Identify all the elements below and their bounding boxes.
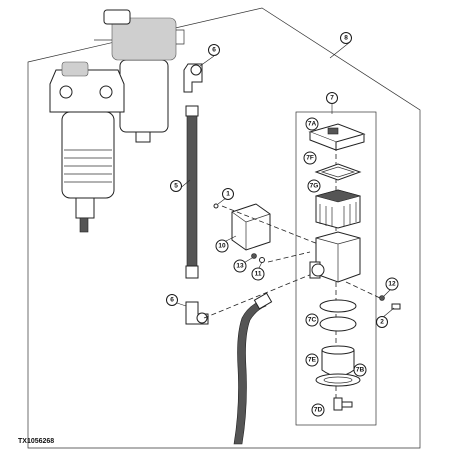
svg-text:6: 6 (170, 297, 174, 304)
callout-7b: 7B (353, 363, 367, 377)
bowl-ring-7b (315, 373, 361, 387)
elbow-fitting-bottom (185, 301, 209, 325)
filter-cover-7a (308, 123, 366, 151)
callout-11: 11 (251, 267, 265, 281)
fuel-line-hose (185, 105, 199, 279)
callout-7g: 7G (307, 179, 321, 193)
assembly-path-2 (203, 273, 313, 319)
svg-text:7A: 7A (308, 121, 317, 128)
callout-7f: 7F (303, 151, 317, 165)
gasket-7f (314, 163, 362, 181)
assembly-path-4 (345, 281, 381, 299)
elbow-fitting-top (183, 63, 203, 93)
drain-valve-7d (333, 397, 353, 411)
o-ring-7c (319, 299, 357, 332)
svg-text:2: 2 (380, 319, 384, 326)
assembly-path-1 (221, 205, 319, 245)
filter-kit-boundary (295, 111, 377, 426)
svg-text:13: 13 (236, 263, 244, 270)
svg-text:7C: 7C (308, 317, 317, 324)
callout-10: 10 (215, 239, 229, 253)
callout-8: 8 (340, 32, 352, 44)
svg-text:10: 10 (218, 243, 226, 250)
washer-12 (379, 295, 385, 301)
callout-1: 1 (222, 188, 234, 200)
clip-1 (213, 203, 219, 209)
svg-text:7D: 7D (314, 407, 323, 414)
filter-element-7g (314, 189, 362, 229)
svg-text:11: 11 (255, 271, 262, 278)
bowl-7e (321, 345, 355, 377)
svg-text:8: 8 (344, 35, 348, 42)
rear-filter-assembly (94, 9, 185, 143)
washer-13 (251, 253, 257, 259)
screw-11 (259, 257, 265, 263)
callout-2: 2 (376, 316, 388, 328)
svg-text:12: 12 (388, 281, 396, 288)
svg-text:5: 5 (174, 183, 178, 190)
svg-text:1: 1 (226, 191, 230, 198)
callout-12: 12 (385, 277, 399, 291)
svg-text:7: 7 (330, 95, 334, 102)
filter-housing (309, 231, 361, 283)
callout-7e: 7E (305, 353, 319, 367)
callout-7a: 7A (305, 117, 319, 131)
svg-text:7F: 7F (306, 155, 314, 162)
callout-5: 5 (170, 180, 182, 192)
mounting-bracket (231, 203, 271, 251)
front-filter-assembly (49, 61, 125, 233)
callout-6-top: 6 (208, 44, 220, 56)
callout-13: 13 (233, 259, 247, 273)
svg-text:7E: 7E (308, 357, 317, 364)
kit-boundary (27, 7, 421, 449)
svg-text:7B: 7B (356, 367, 365, 374)
callout-7c: 7C (305, 313, 319, 327)
assembly-path-3 (267, 251, 311, 263)
return-hose (233, 292, 273, 445)
callout-7d: 7D (311, 403, 325, 417)
bolt-2 (391, 303, 401, 310)
figure-id: TX1056268 (18, 438, 55, 445)
svg-text:7G: 7G (310, 183, 319, 190)
callout-6-bottom: 6 (166, 294, 178, 306)
callout-7: 7 (326, 92, 338, 104)
svg-text:6: 6 (212, 47, 216, 54)
